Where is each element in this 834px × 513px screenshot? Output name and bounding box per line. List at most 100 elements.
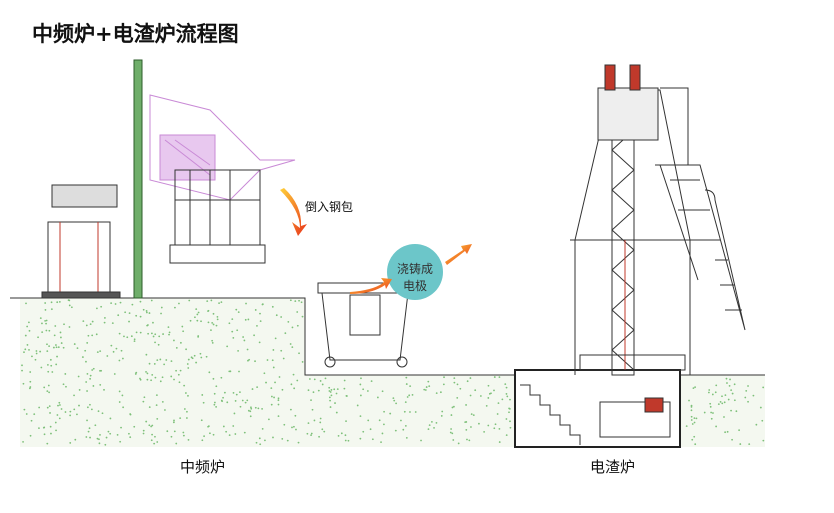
- ground-speckle: [39, 350, 42, 353]
- ground-speckle: [25, 302, 27, 305]
- pour-into-ladle-label: 倒入钢包: [305, 200, 354, 214]
- ground-speckle: [685, 425, 688, 428]
- ground-speckle: [247, 318, 250, 321]
- ground-speckle: [33, 413, 36, 416]
- ground-speckle: [152, 321, 154, 324]
- ground-speckle: [28, 387, 31, 390]
- ground-speckle: [173, 430, 176, 433]
- ground-speckle: [435, 421, 438, 424]
- ground-speckle: [185, 348, 187, 351]
- ground-speckle: [131, 303, 134, 306]
- ground-speckle: [277, 415, 280, 418]
- ground-speckle: [301, 361, 304, 363]
- pit-stairs: [520, 384, 671, 445]
- ground-speckle: [118, 332, 121, 335]
- ground-speckle: [345, 395, 348, 397]
- ground-speckle: [133, 425, 136, 428]
- ground-speckle: [431, 420, 433, 423]
- ground-speckle: [450, 414, 453, 416]
- ground-speckle: [49, 358, 52, 361]
- ground-speckle: [735, 410, 738, 413]
- ground-speckle: [762, 386, 765, 389]
- ground-speckle: [328, 396, 331, 399]
- ground-speckle: [244, 318, 247, 321]
- ground-speckle: [505, 393, 508, 395]
- ground-speckle: [142, 429, 145, 432]
- ground-speckle: [115, 347, 118, 350]
- ground-speckle: [142, 400, 145, 403]
- ground-speckle: [496, 413, 499, 415]
- ground-speckle: [724, 394, 727, 397]
- ground-speckle: [692, 387, 695, 390]
- ground-speckle: [405, 436, 408, 439]
- ground-speckle: [98, 442, 101, 445]
- ground-speckle: [755, 423, 758, 426]
- ground-speckle: [86, 390, 88, 392]
- ground-speckle: [59, 404, 61, 406]
- ground-speckle: [122, 406, 125, 409]
- ground-speckle: [58, 401, 61, 404]
- ground-speckle: [404, 424, 407, 427]
- ground-speckle: [366, 390, 369, 392]
- ground-speckle: [128, 320, 130, 323]
- cast-line-2: 电极: [402, 279, 427, 293]
- ground-speckle: [121, 394, 124, 397]
- ground-speckle: [154, 341, 156, 344]
- ground-speckle: [218, 302, 220, 304]
- ground-speckle: [323, 430, 326, 433]
- ground-speckle: [298, 352, 300, 355]
- ground-speckle: [451, 432, 454, 435]
- ground-speckle: [435, 392, 438, 395]
- ground-speckle: [186, 417, 188, 419]
- ground-speckle: [109, 417, 112, 420]
- ground-speckle: [31, 355, 33, 358]
- ground-speckle: [150, 439, 153, 442]
- ground-speckle: [55, 346, 58, 349]
- ground-speckle: [268, 418, 270, 421]
- ground-speckle: [63, 323, 65, 326]
- ground-speckle: [151, 374, 154, 376]
- ground-speckle: [159, 358, 162, 361]
- ground-speckle: [26, 325, 29, 328]
- ground-speckle: [88, 427, 91, 430]
- ground-speckle: [60, 342, 63, 344]
- ground-speckle: [389, 412, 392, 415]
- ground-speckle: [223, 391, 226, 394]
- ground-speckle: [466, 438, 468, 441]
- ground-speckle: [85, 436, 88, 438]
- ground-speckle: [24, 334, 27, 337]
- ground-speckle: [45, 319, 48, 322]
- ground-speckle: [47, 384, 50, 387]
- ground-speckle: [56, 414, 59, 416]
- ground-speckle: [154, 435, 156, 438]
- ground-speckle: [197, 311, 200, 314]
- ground-speckle: [89, 403, 91, 406]
- ground-speckle: [99, 369, 101, 372]
- ground-speckle: [228, 434, 231, 436]
- ground-speckle: [196, 313, 199, 316]
- ground-speckle: [96, 307, 98, 310]
- ground-speckle: [711, 393, 714, 396]
- ground-speckle: [244, 401, 247, 404]
- ground-speckle: [170, 375, 173, 378]
- ground-speckle: [68, 299, 71, 302]
- ground-speckle: [271, 359, 274, 362]
- ground-speckle: [212, 323, 215, 326]
- ground-speckle: [39, 317, 42, 320]
- ground-speckle: [453, 381, 456, 384]
- ground-speckle: [139, 315, 142, 318]
- page-title: 中频炉+电渣炉流程图: [32, 22, 239, 46]
- ground-speckle: [145, 311, 148, 314]
- ground-speckle: [247, 359, 249, 362]
- ground-speckle: [725, 377, 728, 380]
- ground-speckle: [359, 383, 362, 386]
- ground-speckle: [51, 371, 54, 373]
- ground-speckle: [266, 359, 269, 361]
- ground-speckle: [708, 389, 711, 391]
- ground-speckle: [693, 421, 696, 424]
- ground-speckle: [118, 390, 121, 393]
- ground-speckle: [35, 352, 38, 355]
- ground-speckle: [715, 384, 718, 387]
- ground-speckle: [392, 397, 395, 400]
